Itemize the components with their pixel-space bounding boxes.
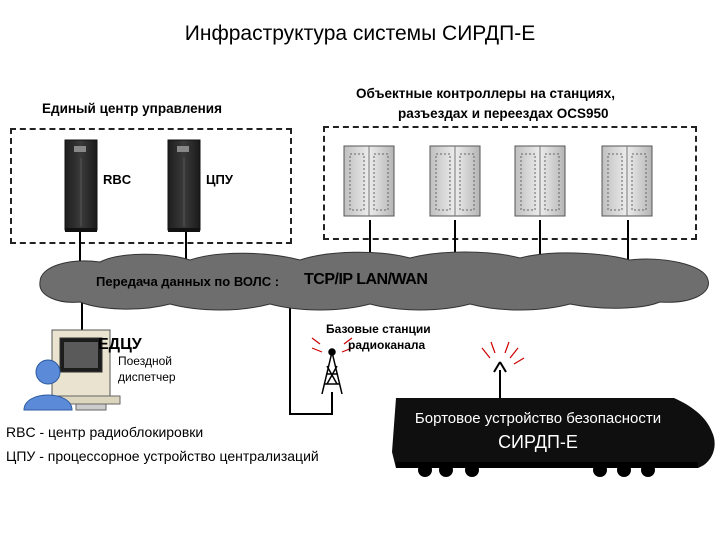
train-antenna-icon [493,361,507,398]
controllers-title-line1: Объектные контроллеры на станциях, [356,86,616,101]
ocs950-controller-2 [429,145,481,217]
edcu-role-line2: диспетчер [118,370,176,384]
base-stations-line2: радиоканала [348,338,426,352]
tower-signal-icon [311,337,353,353]
controllers-title-line2: разъездах и переездах OCS950 [398,106,609,121]
page-title: Инфраструктура системы СИРДП-Е [184,22,536,45]
base-stations-line1: Базовые станции [326,322,431,336]
network-protocol: TCP/IP LAN/WAN [304,271,428,288]
dispatcher-workstation [51,329,121,411]
ocs950-controller-3 [514,145,566,217]
ocs950-controller-1 [343,145,395,217]
rbc-cabinet [64,139,98,232]
control-center-title: Единый центр управления [42,101,222,116]
object-controllers-box [323,126,697,240]
rbc-label: RBC [103,172,132,187]
train-signal-icon [481,341,525,365]
control-center-box [10,128,292,244]
dispatcher-person-icon [23,359,73,411]
legend-rbc: RBC - центр радиоблокировки [6,424,204,440]
cpu-cabinet [167,139,201,232]
ocs950-controller-4 [601,145,653,217]
train-device-line1: Бортовое устройство безопасности [414,410,662,427]
radio-tower-icon [321,348,343,395]
edcu-label: ЕДЦУ [98,336,142,353]
train-device-line2: СИРДП-Е [498,432,578,452]
connection-lines [79,220,629,415]
edcu-role-line1: Поездной [118,354,172,368]
network-label: Передача данных по ВОЛС : [96,274,280,289]
train-wheels [418,463,655,477]
train-body [392,398,715,468]
legend-cpu: ЦПУ - процессорное устройство централиза… [6,448,319,464]
network-cloud [39,251,709,311]
cpu-label: ЦПУ [206,172,233,187]
